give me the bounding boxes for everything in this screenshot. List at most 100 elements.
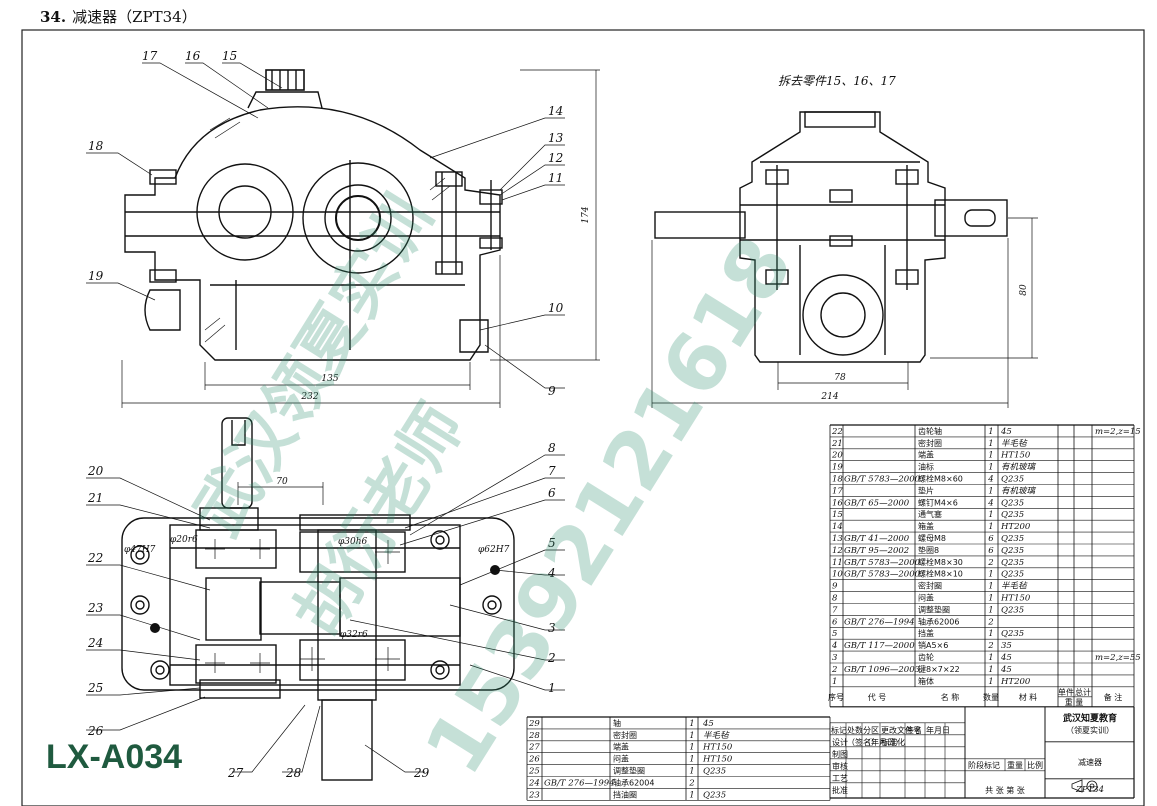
lower-row-qty: 1 bbox=[689, 719, 694, 729]
rev-col-5: 年月日 bbox=[926, 725, 950, 735]
parts-row-no: 11 bbox=[832, 558, 843, 568]
parts-row-name: 销A5×6 bbox=[918, 640, 948, 650]
part-label-21: 21 bbox=[87, 491, 103, 505]
parts-row-qty: 1 bbox=[988, 594, 993, 604]
dim-174: 174 bbox=[581, 206, 591, 223]
lower-row-name: 挡油圈 bbox=[613, 789, 637, 799]
dim-phi47h7: φ47H7 bbox=[124, 545, 156, 555]
lower-row-name: 调整垫圈 bbox=[613, 766, 645, 776]
parts-row-code: GB/T 41—2000 bbox=[844, 534, 910, 544]
parts-row-name: 挡盖 bbox=[918, 628, 934, 638]
part-label-16: 16 bbox=[185, 49, 201, 63]
watermark: 武汉领夏实训 胡衍老师 15392121618 bbox=[181, 184, 811, 790]
dim-70: 70 bbox=[276, 477, 288, 487]
side-view-dimension-lines bbox=[651, 217, 1038, 408]
parts-row-qty: 1 bbox=[988, 629, 993, 639]
parts-row-qty: 1 bbox=[988, 510, 993, 520]
top-view-dimension-lines bbox=[237, 482, 324, 505]
rev-col-1: 处数 bbox=[847, 725, 863, 735]
header-qty: 数量 bbox=[983, 692, 999, 702]
lower-row-material: Q235 bbox=[703, 790, 726, 800]
header-number: 34. bbox=[40, 8, 67, 26]
parts-row-name: 密封圈 bbox=[918, 581, 942, 591]
front-view-hatching bbox=[204, 117, 451, 343]
parts-row-note: m=2,z=55 bbox=[1095, 653, 1141, 663]
header-note: 备 注 bbox=[1104, 692, 1123, 702]
leader-lines bbox=[86, 62, 565, 773]
parts-row-qty: 4 bbox=[987, 498, 993, 508]
parts-row-qty: 2 bbox=[987, 641, 993, 651]
parts-row-name: 齿轮轴 bbox=[918, 426, 942, 436]
part-label-17: 17 bbox=[142, 49, 158, 63]
parts-row-qty: 1 bbox=[988, 582, 993, 592]
header-no: 序号 bbox=[828, 692, 844, 702]
title-drawing-name: 减速器 bbox=[1078, 757, 1102, 767]
parts-row-no: 6 bbox=[832, 617, 838, 627]
title-drawing-no: ZPT34 bbox=[1075, 785, 1104, 795]
parts-row-no: 20 bbox=[831, 451, 843, 461]
sign-row-0: 设计 bbox=[832, 737, 848, 747]
parts-row-qty: 6 bbox=[988, 534, 994, 544]
parts-row-no: 10 bbox=[832, 570, 843, 580]
parts-row-name: 箱盖 bbox=[918, 521, 934, 531]
sign-std: 标准化 bbox=[881, 737, 905, 747]
parts-row-material: Q235 bbox=[1001, 510, 1024, 520]
part-label-5: 5 bbox=[548, 536, 556, 550]
part-label-4: 4 bbox=[547, 566, 556, 580]
parts-row-material: 35 bbox=[1001, 641, 1012, 651]
parts-row-code: GB/T 276—1994 bbox=[844, 617, 915, 627]
parts-row-code: GB/T 1096—2003 bbox=[844, 665, 920, 675]
parts-row-name: 垫圈8 bbox=[918, 545, 939, 555]
header-weight: 重 量 bbox=[1065, 697, 1084, 707]
parts-row-material: 有机玻璃 bbox=[1001, 485, 1037, 496]
header-total: 总计 bbox=[1075, 687, 1091, 697]
parts-row-note: m=2,z=15 bbox=[1095, 427, 1141, 437]
parts-row-material: Q235 bbox=[1001, 605, 1024, 615]
sign-row-3: 工艺 bbox=[832, 774, 848, 783]
parts-row-material: 有机玻璃 bbox=[1001, 462, 1037, 473]
front-view bbox=[124, 69, 503, 361]
lower-row-no: 24 bbox=[528, 778, 540, 788]
parts-row-qty: 1 bbox=[988, 439, 993, 449]
parts-row-material: Q235 bbox=[1001, 498, 1024, 508]
dim-phi30h6: φ30h6 bbox=[338, 537, 368, 547]
part-label-28: 28 bbox=[285, 766, 302, 780]
parts-row-name: 键8×7×22 bbox=[918, 664, 960, 674]
parts-row-material: 45 bbox=[1000, 653, 1012, 663]
part-label-26: 26 bbox=[87, 724, 104, 738]
parts-row-no: 5 bbox=[832, 629, 837, 639]
parts-row-material: HT150 bbox=[1000, 451, 1031, 461]
parts-row-qty: 1 bbox=[988, 605, 993, 615]
view-note: 拆去零件15、16、17 bbox=[778, 74, 896, 88]
parts-row-name: 闷盖 bbox=[918, 593, 934, 603]
side-view bbox=[654, 111, 1008, 363]
part-label-10: 10 bbox=[548, 301, 564, 315]
parts-row-code: GB/T 117—2000 bbox=[844, 641, 915, 651]
parts-row-no: 17 bbox=[832, 486, 843, 496]
parts-row-no: 18 bbox=[832, 475, 843, 485]
header-material: 材 料 bbox=[1019, 692, 1038, 702]
parts-row-no: 7 bbox=[832, 605, 838, 615]
sign-row-2: 审核 bbox=[832, 761, 848, 771]
part-label-14: 14 bbox=[548, 104, 563, 118]
sign-sub2: （年月日） bbox=[863, 737, 903, 747]
parts-row-qty: 6 bbox=[988, 546, 994, 556]
parts-row-name: 调整垫圈 bbox=[918, 604, 950, 614]
lower-row-qty: 2 bbox=[688, 778, 694, 788]
lower-row-name: 密封圈 bbox=[613, 730, 637, 740]
parts-row-name: 螺栓M8×10 bbox=[918, 569, 963, 579]
parts-row-qty: 1 bbox=[988, 653, 993, 663]
parts-row-name: 垫片 bbox=[918, 485, 934, 495]
parts-row-qty: 4 bbox=[987, 475, 993, 485]
parts-row-material: 45 bbox=[1000, 665, 1012, 675]
parts-row-no: 4 bbox=[831, 641, 837, 651]
parts-row-name: 端盖 bbox=[918, 450, 934, 460]
dim-phi32r6: φ32r6 bbox=[340, 630, 368, 640]
header-name: 名 称 bbox=[941, 692, 960, 702]
part-label-18: 18 bbox=[88, 139, 104, 153]
header-single: 单件 bbox=[1058, 687, 1074, 697]
part-label-27: 27 bbox=[227, 766, 244, 780]
dim-phi62h7: φ62H7 bbox=[478, 545, 510, 555]
lower-row-no: 28 bbox=[528, 731, 540, 741]
